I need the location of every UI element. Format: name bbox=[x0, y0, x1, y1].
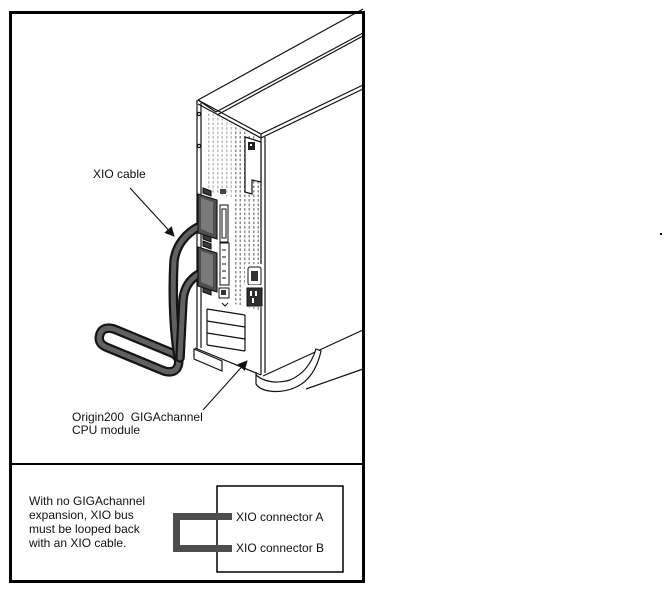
caption-line: With no GIGAchannel bbox=[29, 494, 146, 508]
module-arrow bbox=[202, 360, 248, 411]
slot-covers bbox=[206, 308, 246, 352]
xio-connector-top bbox=[197, 187, 218, 243]
screw bbox=[196, 143, 202, 149]
cable-strand-b bbox=[175, 269, 204, 363]
cable-loop bbox=[94, 323, 184, 377]
xio-connector-bottom bbox=[197, 240, 218, 296]
loopback-diagram bbox=[173, 485, 344, 573]
vent-band-light bbox=[205, 109, 234, 198]
caption-line: with an XIO cable. bbox=[29, 536, 127, 550]
loopback-cable-symbol bbox=[173, 513, 232, 552]
rear-ports bbox=[218, 189, 263, 307]
callout-arrows bbox=[129, 187, 248, 411]
module-label-line2: CPU module bbox=[72, 423, 141, 437]
xio-cable-arrow bbox=[129, 187, 175, 237]
rear-foot bbox=[193, 348, 223, 372]
connector-b-label: XIO connector B bbox=[236, 541, 325, 555]
tower-chassis bbox=[193, 8, 364, 393]
screw bbox=[196, 111, 202, 117]
caption-text: With no GIGAchannel expansion, XIO bus m… bbox=[29, 494, 145, 550]
cutout-plate bbox=[244, 136, 262, 195]
xio-cable-label: XIO cable bbox=[93, 167, 146, 181]
module-label-line1: Origin200 GIGAchannel bbox=[72, 410, 203, 424]
tower-top-edges bbox=[197, 8, 364, 139]
panel-divider bbox=[9, 463, 365, 465]
cable-strand-a bbox=[168, 221, 205, 361]
connector-box bbox=[216, 485, 344, 573]
xio-cable bbox=[94, 221, 205, 377]
caption-line: expansion, XIO bus bbox=[29, 508, 134, 522]
caption-line: must be looped back bbox=[29, 522, 140, 536]
stray-dot bbox=[660, 233, 662, 235]
xio-connectors bbox=[197, 187, 218, 296]
connector-a-label: XIO connector A bbox=[236, 510, 324, 524]
front-foot bbox=[255, 348, 322, 393]
